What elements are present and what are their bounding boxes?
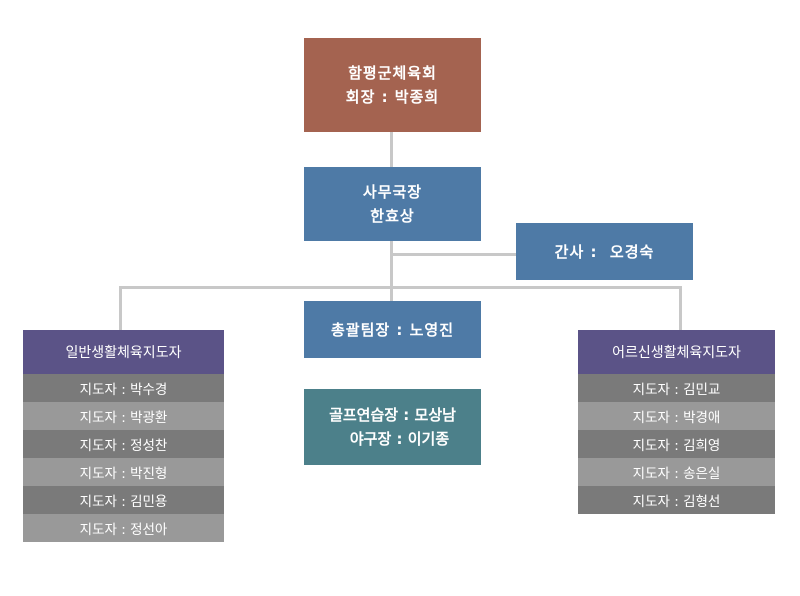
instructor-label: 지도자 : 박경애 — [632, 410, 721, 426]
instructor-row: 지도자 : 정선아 — [23, 514, 224, 542]
senior-instructors-title: 어르신생활체육지도자 — [612, 345, 741, 361]
instructor-row: 지도자 : 김민용 — [23, 486, 224, 514]
baseball-field-manager: 야구장 : 이기종 — [349, 430, 450, 448]
connector-main-trunk — [390, 241, 393, 301]
assistant-box: 간사 : 오경숙 — [516, 223, 693, 280]
connector-to-right-panel — [679, 286, 682, 330]
general-instructors-header: 일반생활체육지도자 — [23, 330, 224, 374]
instructor-row: 지도자 : 박진형 — [23, 458, 224, 486]
instructor-label: 지도자 : 박진형 — [79, 466, 168, 482]
instructor-label: 지도자 : 김형선 — [632, 494, 721, 510]
connector-top-to-secretary — [390, 132, 393, 167]
connector-horizontal-branch — [119, 286, 682, 289]
senior-instructors-header: 어르신생활체육지도자 — [578, 330, 775, 374]
instructor-label: 지도자 : 김희영 — [632, 438, 721, 454]
instructor-label: 지도자 : 김민교 — [632, 382, 721, 398]
instructor-label: 지도자 : 박광환 — [79, 410, 168, 426]
secretary-general-name: 한효상 — [370, 207, 415, 225]
connector-to-assistant — [390, 253, 518, 256]
chairman-box: 함평군체육회 회장 : 박종희 — [304, 38, 481, 132]
senior-instructors-panel: 어르신생활체육지도자 지도자 : 김민교 지도자 : 박경애 지도자 : 김희영… — [578, 330, 775, 514]
general-manager-label: 총괄팀장 : 노영진 — [330, 320, 455, 339]
general-instructors-title: 일반생활체육지도자 — [65, 345, 182, 361]
instructor-row: 지도자 : 김희영 — [578, 430, 775, 458]
connector-to-left-panel — [119, 286, 122, 330]
organization-title: 함평군체육회 — [348, 64, 437, 82]
instructor-row: 지도자 : 김민교 — [578, 374, 775, 402]
golf-range-manager: 골프연습장 : 모상남 — [329, 406, 456, 424]
instructor-row: 지도자 : 박경애 — [578, 402, 775, 430]
chairman-name: 회장 : 박종희 — [345, 88, 440, 106]
instructor-row: 지도자 : 박광환 — [23, 402, 224, 430]
instructor-label: 지도자 : 송은실 — [632, 466, 721, 482]
secretary-general-title: 사무국장 — [362, 183, 423, 201]
assistant-label: 간사 : 오경숙 — [554, 242, 655, 261]
facilities-box: 골프연습장 : 모상남 야구장 : 이기종 — [304, 389, 481, 465]
general-instructors-panel: 일반생활체육지도자 지도자 : 박수경 지도자 : 박광환 지도자 : 정성찬 … — [23, 330, 224, 542]
secretary-general-box: 사무국장 한효상 — [304, 167, 481, 241]
instructor-label: 지도자 : 정선아 — [79, 522, 168, 538]
instructor-label: 지도자 : 정성찬 — [79, 438, 168, 454]
instructor-label: 지도자 : 김민용 — [79, 494, 168, 510]
instructor-row: 지도자 : 송은실 — [578, 458, 775, 486]
instructor-row: 지도자 : 김형선 — [578, 486, 775, 514]
instructor-label: 지도자 : 박수경 — [79, 382, 168, 398]
instructor-row: 지도자 : 정성찬 — [23, 430, 224, 458]
instructor-row: 지도자 : 박수경 — [23, 374, 224, 402]
general-manager-box: 총괄팀장 : 노영진 — [304, 301, 481, 358]
